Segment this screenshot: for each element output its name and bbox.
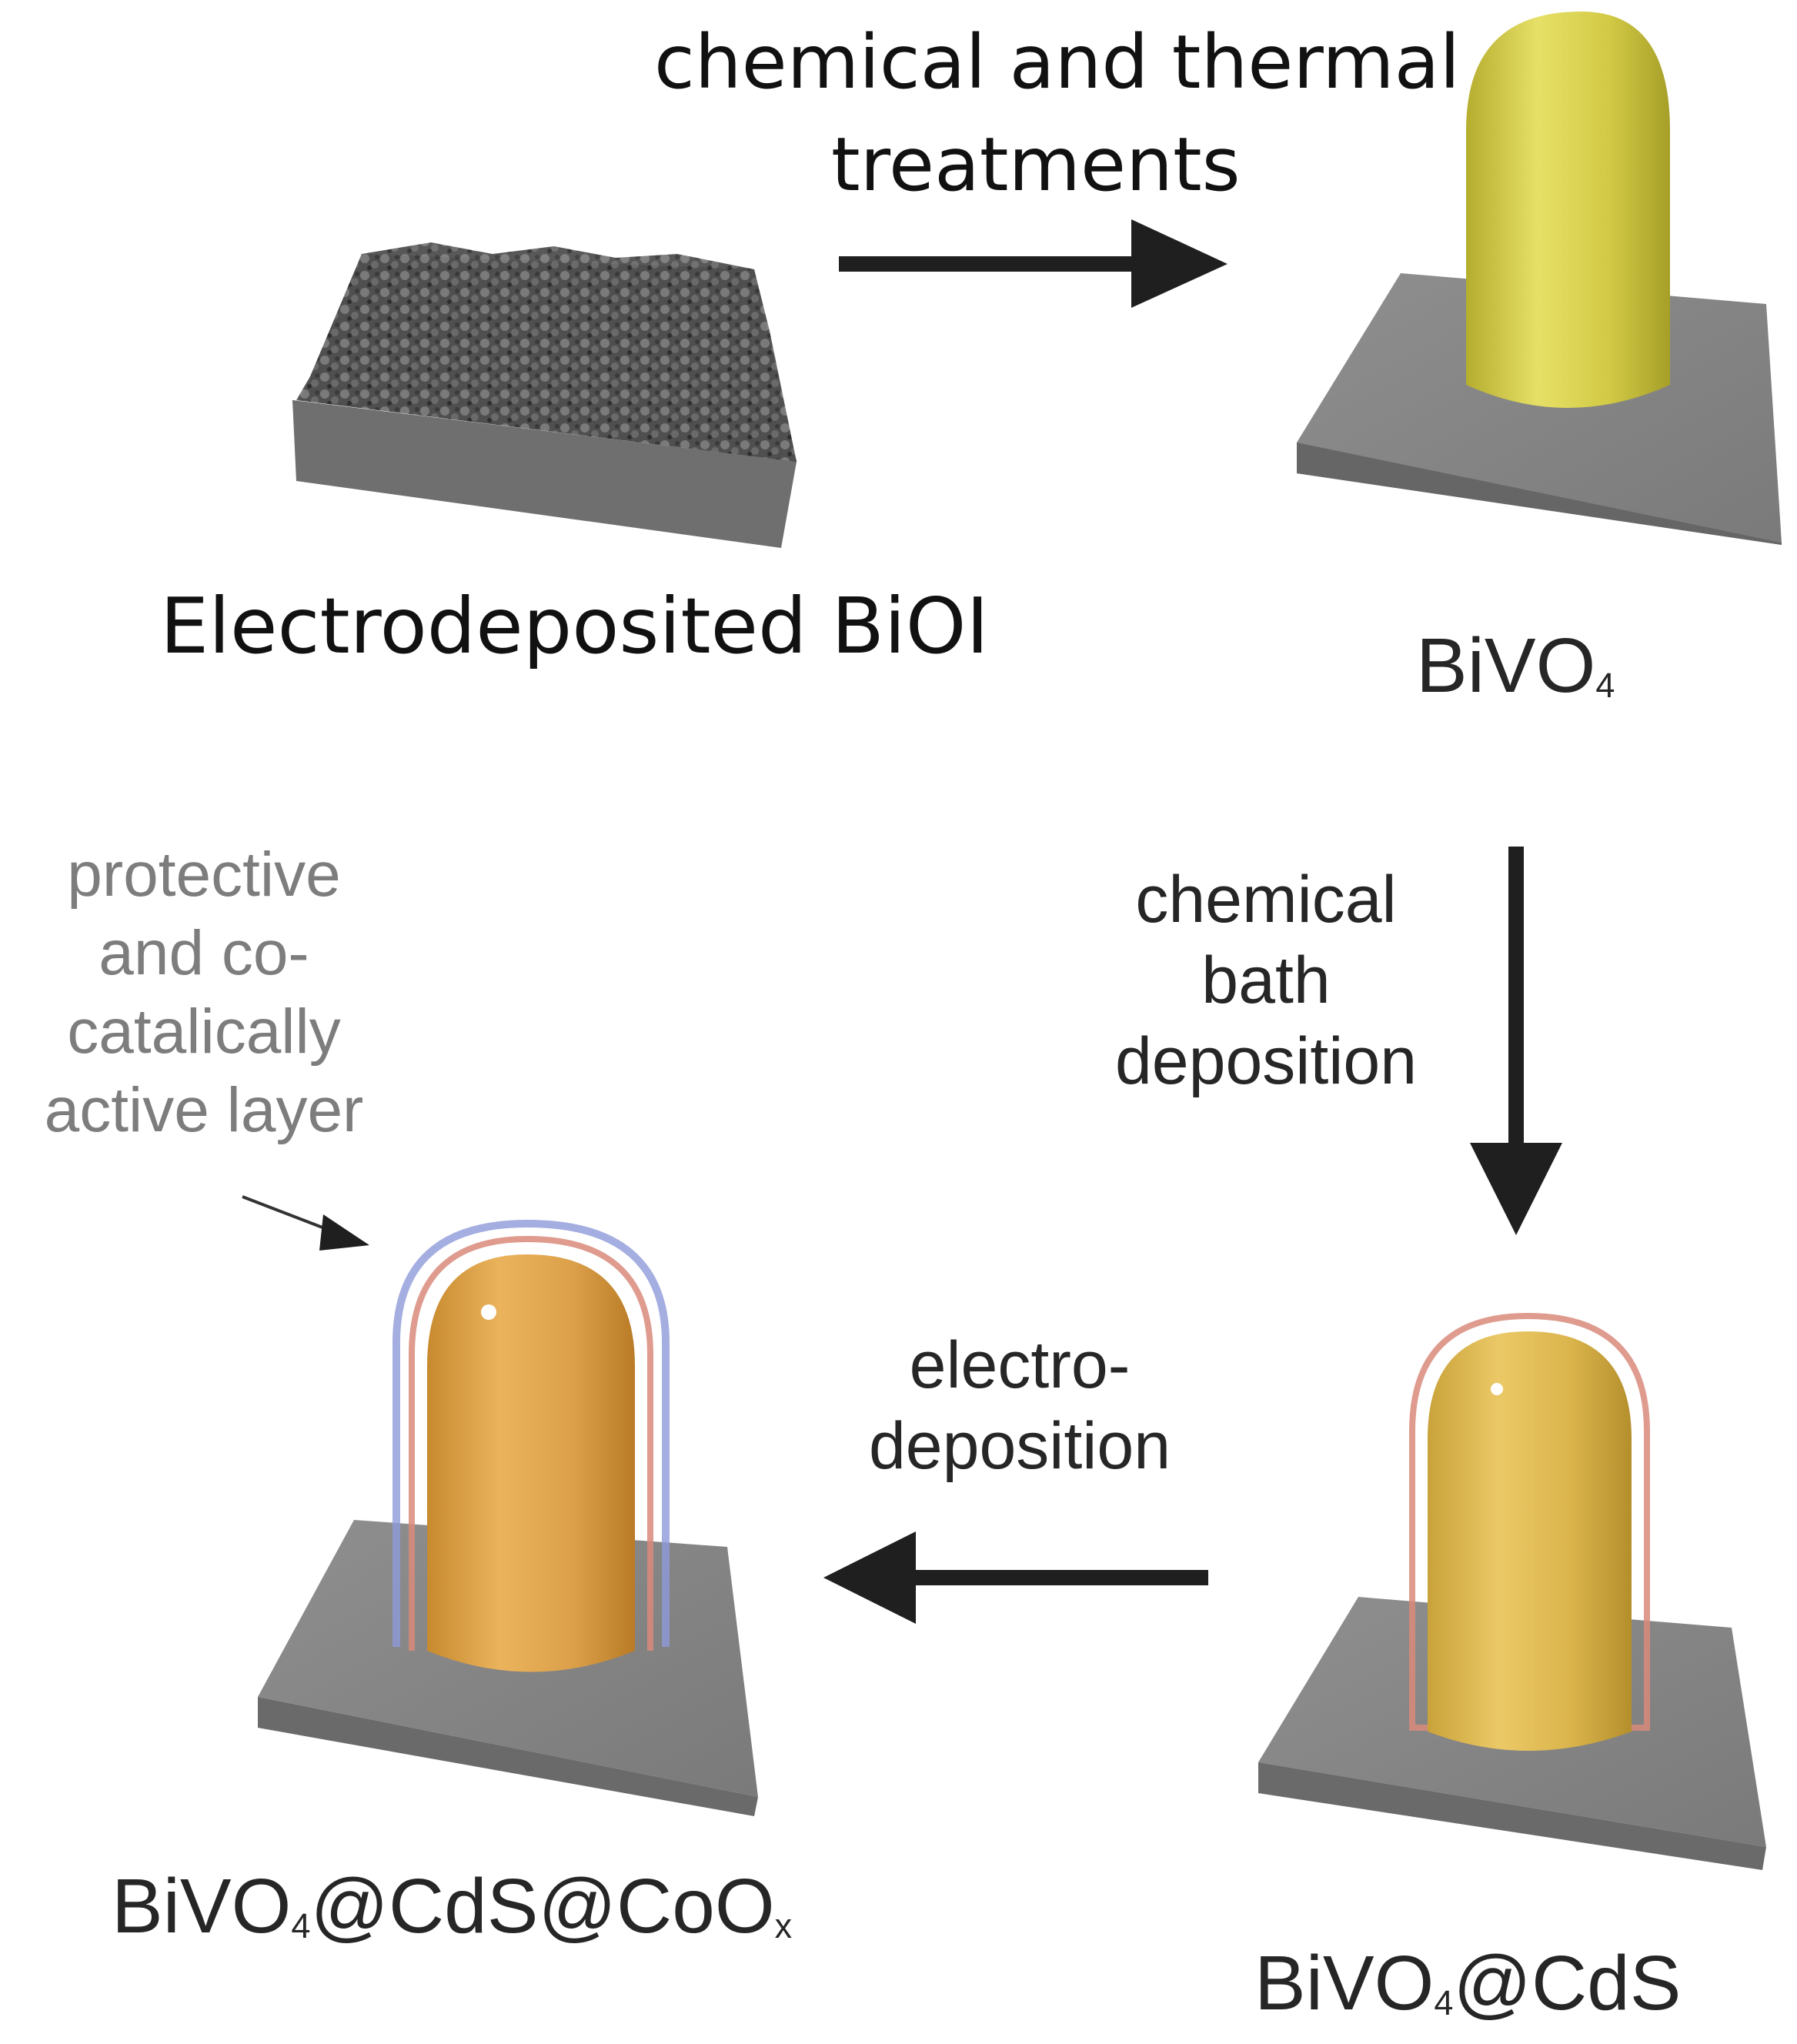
product1-sub: 4 [1595, 665, 1615, 705]
bioi-substrate [292, 242, 797, 548]
product3-sub: 4 [291, 1905, 311, 1945]
product3-mid: @CdS@CoO [310, 1863, 775, 1949]
annotation-line4: active layer [44, 1075, 364, 1145]
annotation-line3: catalically [67, 997, 341, 1067]
product1-label: BiVO4 [1416, 622, 1615, 710]
product2-label: BiVO4@CdS [1254, 1939, 1681, 2028]
product3-sub2: x [774, 1905, 793, 1945]
annotation-line2: and co- [99, 918, 309, 988]
step2-label-line3: deposition [1114, 1024, 1418, 1098]
step3-label-line1: electro- [909, 1328, 1131, 1402]
arrow-left-head [823, 1531, 916, 1624]
product2-base: BiVO [1254, 1940, 1435, 2026]
step2-label-line2: bath [1201, 944, 1331, 1017]
step2-label-line1: chemical [1135, 863, 1397, 937]
bivo4-structure [1297, 12, 1782, 545]
product2-rest: @CdS [1453, 1940, 1682, 2026]
start-material-label: Electrodeposited BiOI [160, 581, 989, 671]
bivo4-cds-coox-structure [258, 1219, 758, 1816]
step1-label-line1: chemical and thermal [654, 19, 1461, 105]
step3-label-line2: deposition [868, 1409, 1171, 1483]
bivo4-cds-structure [1258, 1312, 1766, 1870]
product3-label: BiVO4@CdS@CoOx [112, 1862, 792, 1951]
product2-sub: 4 [1434, 1982, 1454, 2022]
arrow-down-head [1470, 1143, 1562, 1235]
annotation-line1: protective [67, 840, 341, 910]
product3-base: BiVO [112, 1863, 292, 1949]
product1-base: BiVO [1416, 623, 1596, 709]
step1-label-line2: treatments [831, 122, 1241, 208]
annotation-arrow-head [319, 1214, 369, 1251]
arrow-right-top-head [1131, 219, 1228, 308]
